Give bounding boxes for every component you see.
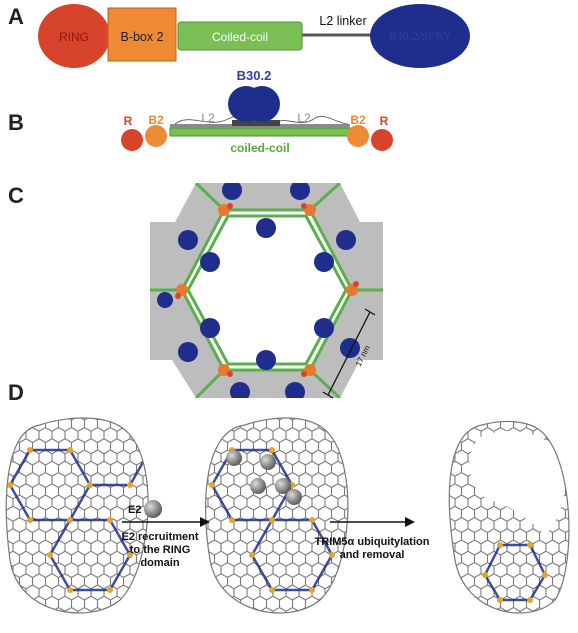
b30-2-dimer-right: [244, 86, 280, 122]
panel-c-hexagonal-lattice: [150, 180, 383, 402]
step2-line1: TRIM5α ubiquitylation: [315, 536, 430, 548]
capsid-lattice-2: [195, 410, 365, 630]
r-right-label: R: [380, 114, 389, 128]
b30-2-label: B30.2/SPRY: [389, 31, 451, 43]
ring-left: [121, 129, 143, 151]
step1-line2: to the RING: [130, 544, 191, 556]
e2-sphere-free: [144, 500, 162, 518]
panel-b-dimer: B30.2 R B2 L2 L2 B2 R coiled-coil: [121, 68, 393, 155]
coiled-coil-dimer-label: coiled-coil: [230, 141, 289, 155]
capsid-lattice-3-degraded: [440, 410, 578, 630]
step2-line2: and removal: [340, 549, 405, 561]
l2-right-label: L2: [297, 111, 311, 125]
e2-label: E2: [128, 504, 141, 516]
l2-right-curve: [275, 116, 348, 124]
ring-right: [371, 129, 393, 151]
step1-line3: domain: [140, 557, 179, 569]
r-left-label: R: [124, 114, 133, 128]
ring-label: RING: [59, 30, 89, 44]
b2-left-label: B2: [148, 113, 164, 127]
capsid-lattice-1: [0, 410, 170, 630]
coiled-coil-bar: [170, 128, 350, 136]
bbox2-right: [347, 125, 369, 147]
b30-2-dimer-label: B30.2: [237, 68, 272, 83]
l2-linker-label: L2 linker: [319, 14, 366, 28]
bbox2-left: [145, 125, 167, 147]
l2-left-label: L2: [201, 111, 215, 125]
bbox2-label: B-box 2: [120, 30, 163, 44]
coiled-coil-label: Coiled-coil: [212, 30, 268, 44]
b2-right-label: B2: [350, 113, 366, 127]
step1-line1: E2 recruitment: [121, 531, 198, 543]
panel-a-domain-map: RING B-box 2 Coiled-coil L2 linker B30.2…: [38, 4, 470, 68]
